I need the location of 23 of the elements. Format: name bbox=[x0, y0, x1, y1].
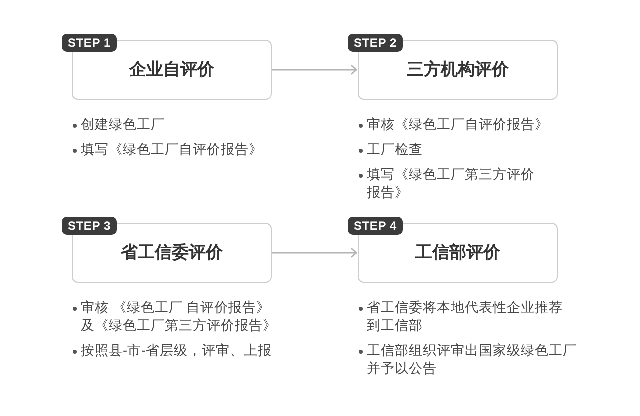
step-title: 省工信委评价 bbox=[121, 242, 223, 264]
arrow bbox=[272, 248, 358, 258]
bullet-text: 工厂检查 bbox=[358, 141, 423, 159]
process-box bbox=[348, 217, 558, 283]
step-badge: STEP 1 bbox=[62, 34, 117, 52]
process-box bbox=[348, 34, 558, 100]
step-badge: STEP 3 bbox=[62, 217, 117, 235]
step-badge: STEP 4 bbox=[348, 217, 403, 235]
bullet-text: 审核 《绿色工厂 自评价报告》及《绿色工厂第三方评价报告》 bbox=[72, 299, 280, 335]
bullet-text: 创建绿色工厂 bbox=[72, 116, 165, 134]
bullet-text: 填写《绿色工厂自评价报告》 bbox=[72, 141, 263, 159]
bullet-text: 省工信委将本地代表性企业推荐到工信部 bbox=[358, 299, 567, 335]
bullet-text: 工信部组织评审出国家级绿色工厂并予以公告 bbox=[358, 342, 581, 378]
step-badge: STEP 2 bbox=[348, 34, 403, 52]
step-title: 工信部评价 bbox=[416, 242, 500, 264]
bullet-text: 填写《绿色工厂第三方评价报告》 bbox=[358, 166, 542, 202]
bullet-text: 审核《绿色工厂自评价报告》 bbox=[358, 116, 549, 134]
bullet-text: 按照县-市-省层级，评审、上报 bbox=[72, 342, 272, 360]
step-title: 企业自评价 bbox=[130, 59, 214, 81]
process-box bbox=[62, 217, 272, 283]
process-box bbox=[62, 34, 272, 100]
arrow bbox=[272, 65, 358, 75]
step-title: 三方机构评价 bbox=[407, 59, 509, 81]
